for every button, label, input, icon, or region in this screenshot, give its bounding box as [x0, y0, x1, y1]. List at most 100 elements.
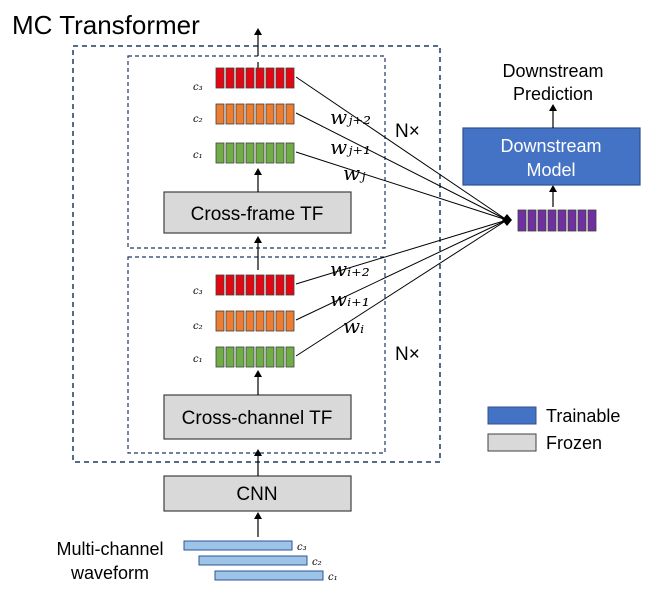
feature-token — [265, 67, 275, 89]
feature-token — [245, 274, 255, 296]
feature-token — [275, 310, 285, 332]
feature-token — [225, 142, 235, 164]
legend-trainable-swatch — [487, 406, 537, 425]
aggregated-token — [547, 209, 557, 232]
cross-channel-tf-label: Cross-channel TF — [182, 408, 333, 429]
waveform-bar-c3 — [183, 540, 293, 551]
arrow-features-to-model — [549, 185, 557, 207]
repeat-label-bottom: N× — [395, 344, 420, 365]
weight-label-i: wᵢ — [343, 314, 364, 338]
feature-token — [275, 67, 285, 89]
feature-token — [245, 103, 255, 125]
feature-token — [255, 67, 265, 89]
waveform-bar-c2 — [198, 555, 308, 566]
legend-frozen-label: Frozen — [546, 433, 602, 453]
downstream-prediction-line1: Downstream — [502, 61, 603, 81]
feature-token — [225, 103, 235, 125]
downstream-model-label-line2: Model — [526, 160, 575, 180]
feature-token — [285, 310, 295, 332]
token-row-c3-top — [215, 67, 295, 89]
feature-token — [275, 346, 285, 368]
aggregated-token — [527, 209, 537, 232]
feature-token — [275, 274, 285, 296]
token-row-c2-top — [215, 103, 295, 125]
aggregated-token — [537, 209, 547, 232]
downstream-prediction-line2: Prediction — [513, 84, 593, 104]
cross-frame-tf-box — [163, 191, 352, 234]
diagram-title: MC Transformer — [12, 10, 200, 40]
weighted-sum-node — [502, 214, 512, 226]
feature-token — [245, 142, 255, 164]
feature-token — [255, 310, 265, 332]
waveform-label-c2: c₂ — [312, 557, 322, 568]
arrow-top-output — [254, 28, 262, 56]
arrow-crosschannel-to-c1 — [254, 370, 262, 395]
token-row-c2-bottom — [215, 310, 295, 332]
aggregated-token — [587, 209, 597, 232]
cross-frame-layer-frame — [127, 55, 386, 249]
legend-trainable-label: Trainable — [546, 406, 620, 426]
feature-token — [275, 142, 285, 164]
outer-transformer-frame — [72, 45, 441, 463]
feature-token — [265, 142, 275, 164]
weight-label-j1: wⱼ₊₁ — [330, 135, 371, 159]
arrow-bottom-layer-to-crossframe — [254, 236, 262, 270]
channel-label-c2-bottom: c₂ — [193, 321, 203, 332]
feature-token — [285, 274, 295, 296]
waveform-label-c1: c₁ — [328, 572, 338, 583]
feature-token — [235, 142, 245, 164]
repeat-label-top: N× — [395, 121, 420, 142]
weight-label-j: wⱼ — [343, 161, 366, 185]
feature-token — [235, 310, 245, 332]
feature-token — [285, 346, 295, 368]
feature-token — [265, 274, 275, 296]
feature-token — [215, 142, 225, 164]
feature-token — [235, 274, 245, 296]
downstream-model-label-line1: Downstream — [500, 136, 601, 156]
aggregated-token — [577, 209, 587, 232]
feature-token — [215, 310, 225, 332]
feature-token — [245, 310, 255, 332]
feature-token — [285, 142, 295, 164]
feature-token — [215, 67, 225, 89]
cross-frame-tf-label: Cross-frame TF — [191, 204, 324, 225]
feature-token — [215, 103, 225, 125]
feature-token — [225, 67, 235, 89]
input-label-line2: waveform — [70, 563, 149, 583]
channel-label-c1-bottom: c₁ — [193, 354, 203, 365]
input-label-line1: Multi-channel — [56, 539, 163, 559]
feature-token — [255, 274, 265, 296]
channel-label-c2-top: c₂ — [193, 114, 203, 125]
feature-token — [225, 274, 235, 296]
weighted-connections — [295, 76, 508, 357]
downstream-model-box — [462, 127, 641, 186]
token-row-c3-bottom — [215, 274, 295, 296]
feature-token — [265, 103, 275, 125]
aggregated-token — [557, 209, 567, 232]
token-row-c1-top — [215, 142, 295, 164]
aggregated-token — [517, 209, 527, 232]
feature-token — [215, 346, 225, 368]
arrow-cnn-to-frame — [254, 449, 262, 476]
legend-frozen-swatch — [487, 433, 537, 452]
weight-label-j2: wⱼ₊₂ — [330, 105, 371, 129]
feature-token — [235, 346, 245, 368]
waveform-bar-c1 — [214, 570, 324, 581]
feature-token — [245, 67, 255, 89]
channel-label-c3-top: c₃ — [193, 82, 203, 93]
arrow-model-to-prediction — [549, 104, 557, 128]
feature-token — [285, 67, 295, 89]
arrow-crossframe-to-c1 — [254, 168, 262, 192]
feature-token — [255, 142, 265, 164]
feature-token — [265, 346, 275, 368]
feature-token — [225, 310, 235, 332]
channel-label-c1-top: c₁ — [193, 150, 203, 161]
waveform-label-c3: c₃ — [297, 542, 307, 553]
feature-token — [285, 103, 295, 125]
feature-token-rows — [215, 67, 295, 368]
feature-token — [245, 346, 255, 368]
cross-channel-tf-box — [163, 394, 352, 440]
arrow-waveform-to-cnn — [254, 512, 262, 537]
aggregated-feature-row — [517, 209, 597, 232]
feature-token — [255, 346, 265, 368]
